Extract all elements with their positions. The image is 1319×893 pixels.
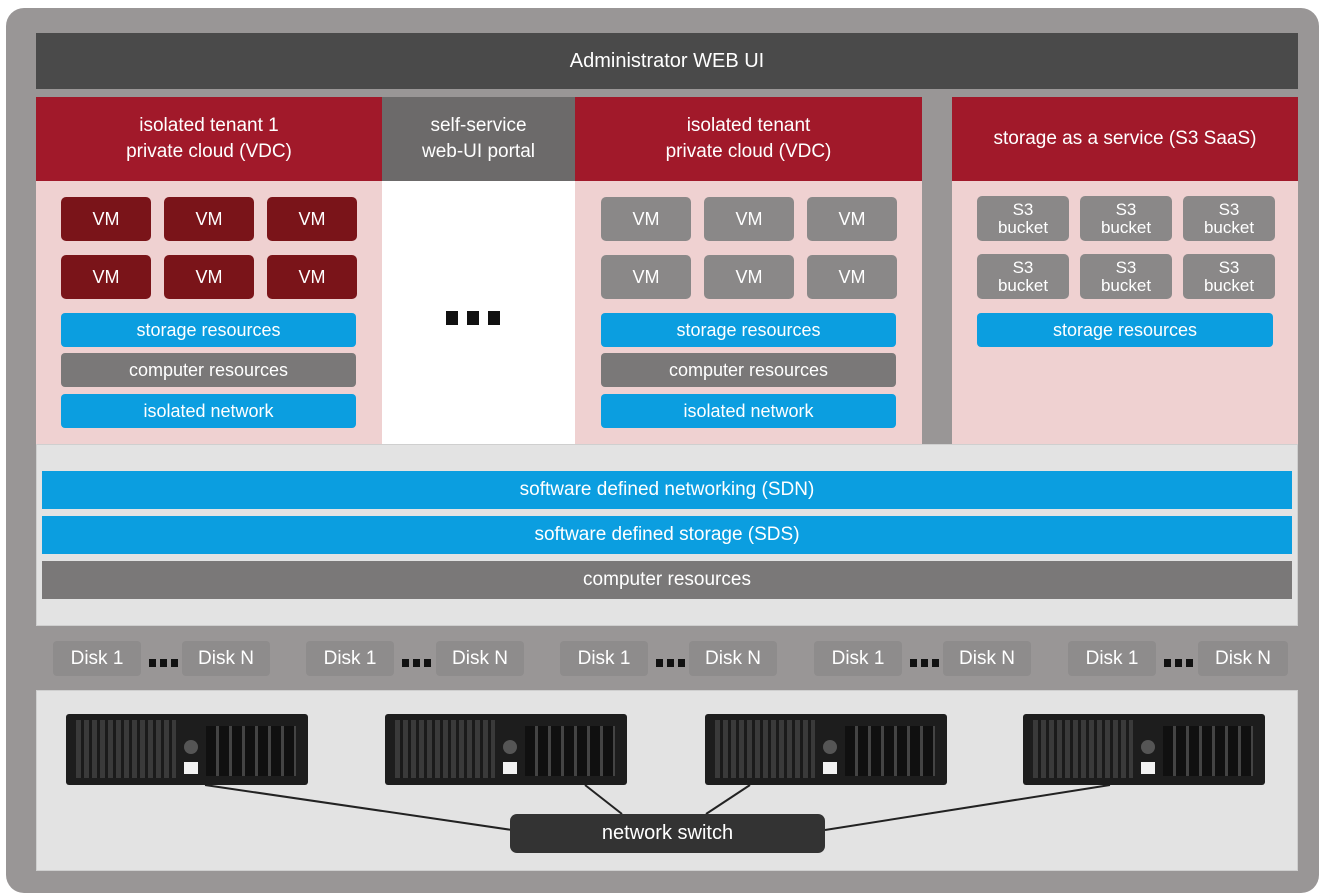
vm-box: VM [601,197,691,241]
sdn-layer: software defined networking (SDN) [42,471,1292,509]
server-icon [705,714,947,785]
s3-bucket-line2: bucket [997,275,1049,295]
server-icon [1023,714,1265,785]
s3-bucket-line1: S3 [1012,199,1034,219]
tenant2-computer-resources: computer resources [601,353,896,387]
network-switch: network switch [510,814,825,853]
s3-bucket: S3 bucket [1080,254,1172,299]
cable-line [824,784,1111,831]
vm-box: VM [704,197,794,241]
vm-box: VM [267,197,357,241]
server-icon [385,714,627,785]
s3-bucket-line2: bucket [1100,217,1152,237]
cable-line [705,784,751,815]
disk-last: Disk N [689,641,777,676]
sds-layer: software defined storage (SDS) [42,516,1292,554]
tenant2-isolated-network: isolated network [601,394,896,428]
s3-bucket-line2: bucket [1203,217,1255,237]
admin-web-ui-bar: Administrator WEB UI [36,33,1298,89]
disk-last: Disk N [943,641,1031,676]
disk-first: Disk 1 [814,641,902,676]
s3-bucket-line2: bucket [1100,275,1152,295]
vm-box: VM [704,255,794,299]
s3-bucket-line1: S3 [1115,199,1137,219]
s3-bucket-line2: bucket [1203,275,1255,295]
vm-box: VM [61,197,151,241]
admin-web-ui-label: Administrator WEB UI [569,49,765,72]
s3-bucket: S3 bucket [1080,196,1172,241]
s3-bucket: S3 bucket [1183,196,1275,241]
disk-last: Disk N [182,641,270,676]
tenant2-storage-resources: storage resources [601,313,896,347]
s3-bucket-line1: S3 [1012,257,1034,277]
cable-line [204,784,513,831]
s3-service-header: storage as a service (S3 SaaS) [952,97,1298,181]
portal-header: self-service web-UI portal [382,97,575,181]
disk-ellipsis-icon [1164,659,1194,667]
vm-box: VM [164,197,254,241]
cable-line [584,784,623,815]
disk-first: Disk 1 [306,641,394,676]
tenant2-header: isolated tenant private cloud (VDC) [575,97,922,181]
disk-first: Disk 1 [1068,641,1156,676]
s3-bucket-line1: S3 [1218,199,1240,219]
tenant1-isolated-network: isolated network [61,394,356,428]
disk-last: Disk N [1198,641,1288,676]
tenant1-storage-resources: storage resources [61,313,356,347]
tenant1-header: isolated tenant 1 private cloud (VDC) [36,97,382,181]
disk-first: Disk 1 [53,641,141,676]
disk-last: Disk N [436,641,524,676]
s3-bucket-line1: S3 [1218,257,1240,277]
s3-bucket: S3 bucket [1183,254,1275,299]
vm-box: VM [267,255,357,299]
disk-ellipsis-icon [402,659,432,667]
server-icon [66,714,308,785]
disk-first: Disk 1 [560,641,648,676]
s3-bucket: S3 bucket [977,196,1069,241]
vm-box: VM [807,197,897,241]
vm-box: VM [807,255,897,299]
computer-resources-layer: computer resources [42,561,1292,599]
ellipsis-icon [440,311,510,325]
s3-bucket-line2: bucket [997,217,1049,237]
disk-ellipsis-icon [149,659,179,667]
disk-ellipsis-icon [910,659,940,667]
tenant1-computer-resources: computer resources [61,353,356,387]
vm-box: VM [61,255,151,299]
vm-box: VM [164,255,254,299]
s3-bucket: S3 bucket [977,254,1069,299]
disk-ellipsis-icon [656,659,686,667]
s3-storage-resources: storage resources [977,313,1273,347]
vm-box: VM [601,255,691,299]
s3-bucket-line1: S3 [1115,257,1137,277]
